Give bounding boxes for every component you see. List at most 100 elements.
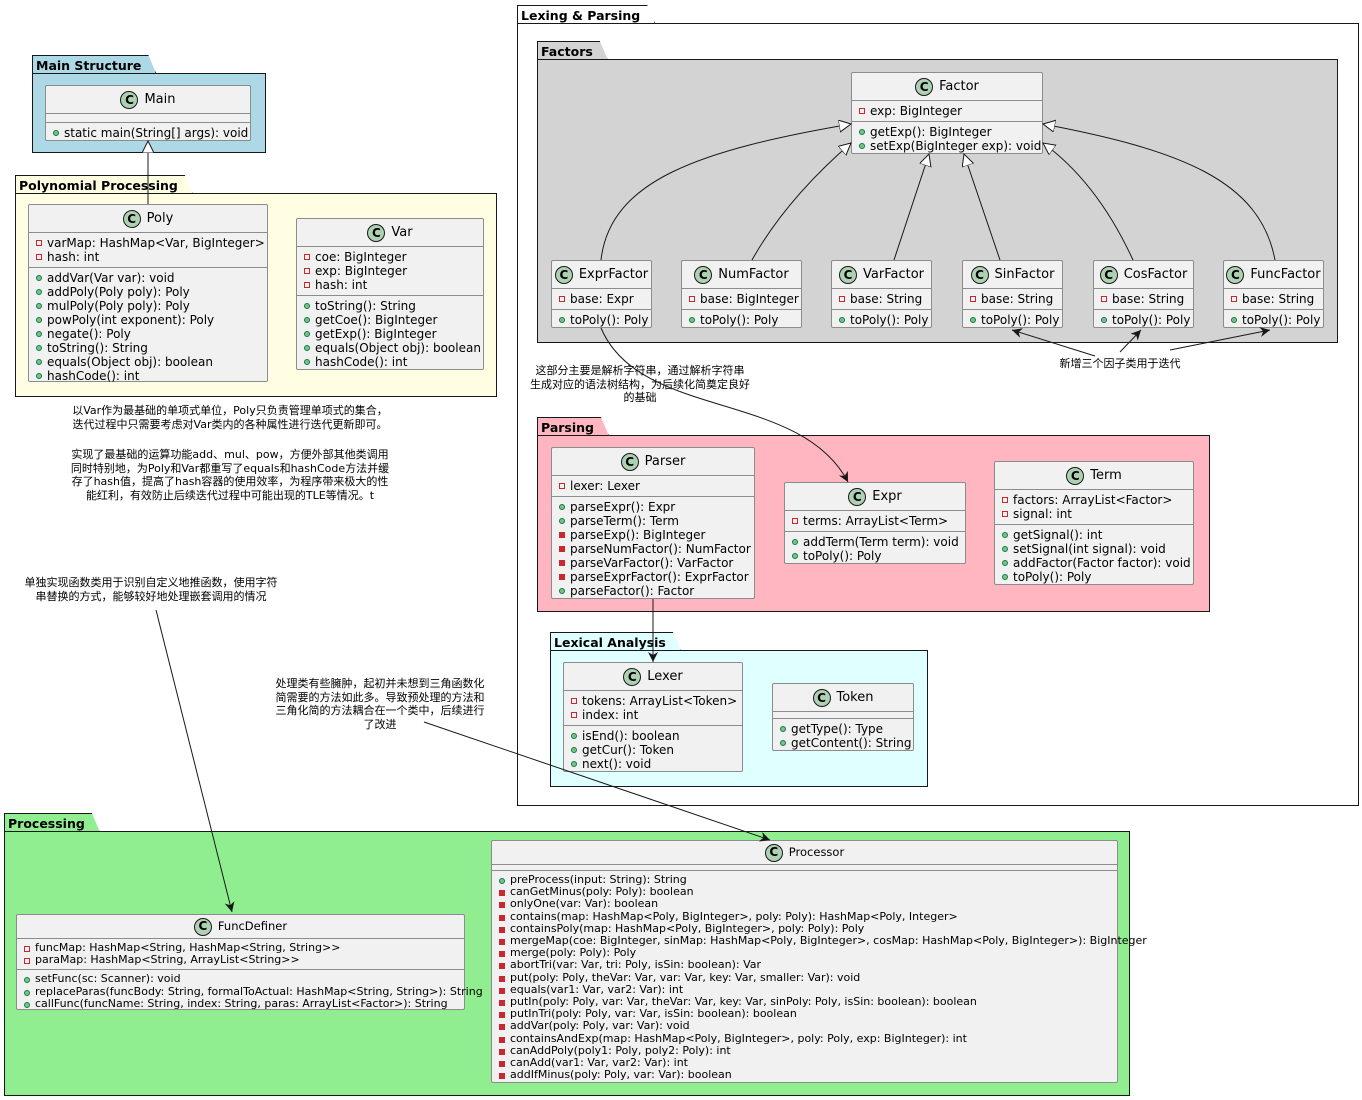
package-tab-main-structure: Main Structure [32,55,156,74]
method: setExp(BigInteger exp): void [858,139,1041,153]
field: base: String [1230,292,1317,306]
method: hashCode(): int [303,355,477,369]
method: setFunc(sc: Scanner): void [23,973,458,985]
package-tab-parsing: Parsing [537,417,609,436]
link-funcfactor-factor [1043,124,1276,261]
method: parseFactor(): Factor [558,584,748,598]
method: canAddPoly(poly1: Poly, poly2: Poly): in… [498,1044,1111,1057]
method: putInTri(poly: Poly, var: Var, isSin: bo… [498,1008,1111,1020]
method: addVar(Var var): void [35,271,261,285]
field: signal: int [1001,507,1187,521]
method: toPoly(): Poly [1100,313,1190,327]
method: toPoly(): Poly [1230,313,1320,327]
note-new-factors: 新增三个因子类用于迭代 [1059,357,1181,370]
class-name: Processor [788,845,845,860]
class-name: FuncDefiner [217,919,288,934]
link-note-processor [423,721,771,842]
method: canGetMinus(poly: Poly): boolean [498,885,1111,898]
class-name: Term [1090,467,1122,483]
method: preProcess(input: String): String [498,873,1111,886]
class-c-icon: C [915,77,934,96]
class-c-icon: C [848,487,867,506]
class-processor: C Processor preProcess(input: String): St… [491,840,1147,1084]
link-exprfactor-factor [600,124,851,261]
method: static main(String[] args): void [52,126,248,140]
class-name: SinFactor [994,266,1055,282]
method: negate(): Poly [35,327,261,341]
field: paraMap: HashMap<String, ArrayList<Strin… [23,953,458,966]
method: containsAndExp(map: HashMap<Poly, BigInt… [498,1032,1111,1045]
field: base: String [969,292,1056,306]
method: addTerm(Term term): void [791,535,959,549]
link-note-cosfactor [1119,329,1142,353]
field: index: int [570,708,736,722]
package-tab-processing: Processing [4,813,100,832]
class-c-icon: C [623,667,642,686]
field: varMap: HashMap<Var, BigInteger> [35,236,265,250]
method: toPoly(): Poly [688,313,795,327]
method: getCur(): Token [570,743,736,757]
method: addIfMinus(poly: Poly, var: Var): boolea… [498,1069,1111,1081]
field: terms: ArrayList<Term> [791,514,959,528]
class-c-icon: C [1066,466,1085,485]
method: parseNumFactor(): NumFactor [558,542,751,556]
class-name: FuncFactor [1250,266,1321,282]
note-poly-basic-unit: 以Var作为最基础的单项式单位，Poly只负责管理单项式的集合， 迭代过程中只需… [72,404,388,431]
method: canAdd(var1: Var, var2: Var): int [498,1056,1111,1069]
link-exprfactor-expr [600,327,849,483]
class-name: CosFactor [1123,266,1188,282]
method: getExp(): BigInteger [303,327,477,341]
method: equals(Object obj): boolean [35,355,261,369]
field: base: Expr [558,292,645,306]
class-c-icon: C [122,209,141,228]
method: toString(): String [35,341,261,355]
package-tab-lexical-analysis: Lexical Analysis [550,632,681,651]
link-note-funcfactor [1169,327,1271,351]
class-name: Lexer [647,668,683,684]
class-c-icon: C [367,223,386,242]
class-name: Factor [939,78,979,94]
method: isEnd(): boolean [570,729,736,743]
link-varfactor-factor [893,154,929,261]
field: base: BigInteger [688,292,799,306]
link-numfactor-factor [751,143,851,261]
package-tab-lexing-parsing: Lexing & Parsing [517,5,655,24]
class-name: Token [836,689,874,705]
method: addVar(poly: Poly, var: Var): void [498,1020,1111,1032]
field: lexer: Lexer [558,479,748,493]
class-c-icon: C [812,688,831,707]
method: addFactor(Factor factor): void [1001,556,1191,570]
method: setSignal(int signal): void [1001,542,1187,556]
method: mulPoly(Poly poly): Poly [35,299,261,313]
method: toPoly(): Poly [838,313,928,327]
note-func-definer: 单独实现函数类用于识别自定义地推函数，使用字符 串替换的方式，能够较好地处理嵌套… [24,576,278,603]
note-poly-operations: 实现了最基础的运算功能add、mul、pow，方便外部其他类调用 同时特别地，为… [70,448,390,502]
method: containsPoly(map: HashMap<Poly, BigInteg… [498,922,1111,935]
method: parseTerm(): Term [558,514,748,528]
class-c-icon: C [764,843,783,862]
class-c-icon: C [554,265,573,284]
class-name: NumFactor [718,266,789,282]
class-c-icon: C [620,452,639,471]
method: toPoly(): Poly [558,313,648,327]
method: parseVarFactor(): VarFactor [558,556,748,570]
class-term: C Term factors: ArrayList<Factor> signal:… [994,461,1194,585]
class-c-icon: C [1226,265,1245,284]
method: getContent(): String [779,736,911,750]
class-c-icon: C [839,265,857,284]
class-c-icon: C [970,265,989,284]
field: coe: BigInteger [303,250,477,264]
class-name: Var [391,224,413,240]
field: factors: ArrayList<Factor> [1001,493,1187,507]
method: callFunc(funcName: String, index: String… [23,997,458,1010]
